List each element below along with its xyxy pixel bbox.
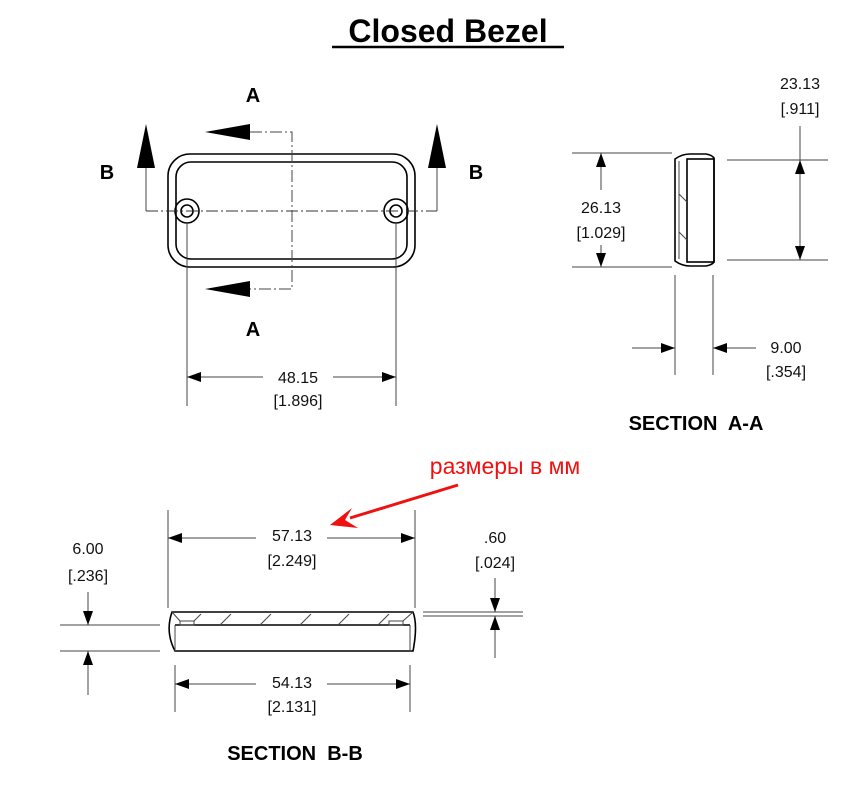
section-b-arrow-left	[137, 124, 155, 168]
section-a-arrow-top	[205, 124, 250, 140]
section-a-label-bottom: A	[246, 319, 260, 341]
units-note: размеры в мм	[430, 453, 580, 479]
section-bb-title: SECTION B-B	[227, 743, 363, 765]
section-aa-view: 26.13 [1.029] 23.13 [.911] 9.00 [.354] S…	[572, 76, 828, 435]
depth-in: [.354]	[766, 364, 806, 381]
section-b-label-right: B	[469, 162, 483, 184]
section-a-arrow-bottom	[205, 281, 250, 297]
section-a-label-top: A	[246, 85, 260, 107]
section-aa-title: SECTION A-A	[629, 413, 764, 435]
outer-height-in: [1.029]	[577, 225, 626, 242]
hole-spacing-mm: 48.15	[278, 370, 318, 387]
section-bb-profile	[168, 611, 417, 652]
inner-length-mm: 54.13	[272, 675, 312, 692]
front-view: A A B B 48.15 [1.896]	[100, 85, 483, 410]
lip-in: [.024]	[475, 555, 515, 572]
inner-height-in: [.911]	[781, 101, 820, 118]
inner-height-mm: 23.13	[780, 76, 820, 93]
inner-length-in: [2.131]	[268, 699, 317, 716]
section-bb-view: 57.13 [2.249] 54.13 [2.131] 6.00 [.236] …	[60, 510, 523, 765]
outer-height-mm: 26.13	[581, 200, 621, 217]
height-mm: 6.00	[72, 541, 103, 558]
height-in: [.236]	[68, 568, 108, 585]
outer-length-mm: 57.13	[272, 528, 312, 545]
units-note-arrow	[349, 483, 459, 520]
section-aa-profile	[674, 153, 715, 267]
drawing-title: Closed Bezel	[348, 13, 547, 49]
section-b-label-left: B	[100, 162, 114, 184]
outer-length-in: [2.249]	[268, 553, 317, 570]
section-bb-hatching	[193, 613, 390, 626]
section-b-arrow-right	[428, 124, 446, 168]
lip-mm: .60	[484, 530, 506, 547]
depth-mm: 9.00	[770, 340, 801, 357]
section-a-cut-line	[250, 131, 293, 290]
hole-spacing-in: [1.896]	[274, 393, 323, 410]
